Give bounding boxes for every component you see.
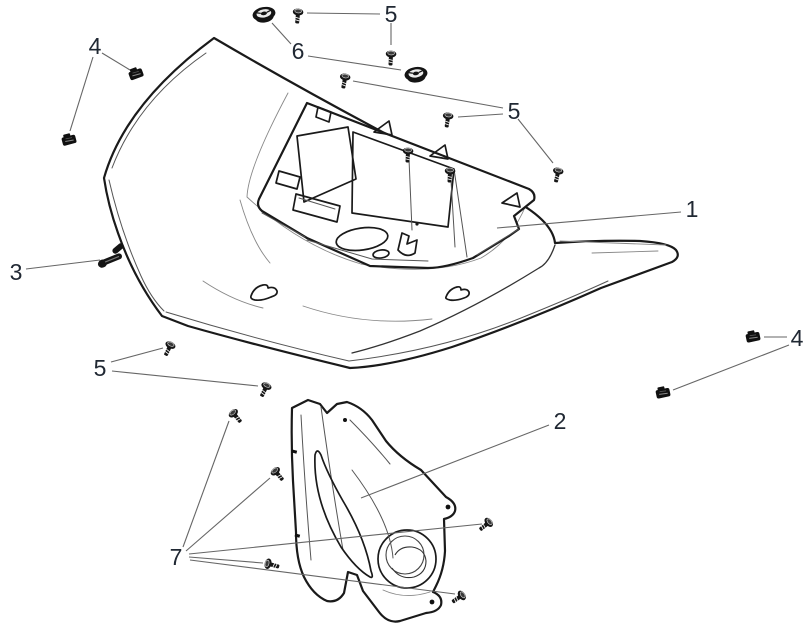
screw-icon (476, 515, 496, 535)
leader-line-part-5 (457, 113, 504, 118)
leader-line-part-7 (188, 523, 483, 555)
leader-line-part-5 (352, 80, 504, 109)
grommet-icon (250, 4, 278, 25)
screw-icon (256, 380, 274, 400)
callout-label-4: 4 (791, 325, 804, 351)
hood-latch-bracket (397, 232, 418, 257)
leader-line-part-4 (101, 52, 131, 71)
frame-opening-left (296, 126, 357, 203)
leader-line-part-7 (189, 559, 456, 595)
frame-oval-cutout (335, 226, 389, 252)
panel-contour (300, 414, 312, 561)
screw-icon (337, 72, 352, 90)
callout-label-3: 3 (10, 259, 23, 285)
headlight-support-frame (256, 101, 536, 270)
frame-wall-line (453, 168, 468, 258)
clip-icon (126, 64, 145, 82)
leader-lines (25, 12, 790, 595)
screw-axis-line (408, 158, 413, 231)
leader-line-part-5 (110, 347, 164, 363)
frame-tray-line (306, 239, 429, 262)
frame-opening-center (351, 131, 455, 228)
hood-crease-right (351, 244, 556, 354)
leader-line-part-5 (111, 370, 259, 387)
callout-label-7: 7 (170, 544, 183, 570)
frame-wall-line (476, 228, 520, 256)
screw-icon (448, 588, 469, 607)
frame-tab (373, 120, 393, 136)
hood-inner-edge-left (108, 179, 165, 312)
clip-icon (60, 131, 78, 147)
screw-axis-line (450, 179, 456, 248)
hood-rear-wing-line (559, 240, 667, 246)
callout-label-5: 5 (385, 1, 398, 27)
leader-line-part-5 (517, 118, 554, 164)
frame-hole (415, 222, 419, 226)
screw-icon (440, 111, 455, 129)
side-panel-outline (290, 398, 457, 623)
leader-line-part-6 (307, 55, 402, 71)
frame-bracket (275, 170, 301, 190)
callout-label-2: 2 (554, 408, 567, 434)
screw-icon (550, 166, 565, 184)
callout-label-5: 5 (94, 355, 107, 381)
frame-tab (501, 192, 521, 208)
frame-oval-small (372, 249, 390, 259)
leader-line-part-7 (182, 420, 230, 548)
screw-icon (226, 406, 246, 426)
callout-label-6: 6 (292, 38, 305, 64)
frame-step (315, 106, 332, 123)
panel-contour (351, 469, 394, 559)
panel-hole (343, 418, 347, 422)
panel-pod-underline (382, 589, 431, 596)
panel-slot (294, 533, 301, 538)
hood-inner-edge-top (111, 52, 207, 169)
screw-icon (291, 7, 305, 25)
hood-hook-slot (444, 285, 470, 302)
leader-line-part-4 (672, 344, 790, 391)
leader-line-part-5 (306, 12, 381, 15)
panel-scoop (314, 450, 374, 579)
hood-hook-slot (249, 283, 278, 302)
leader-line-part-7 (185, 477, 271, 552)
callout-label-1: 1 (686, 196, 699, 222)
frame-bracket (292, 193, 341, 223)
hood-surface-streak (202, 280, 264, 309)
screw-icon (268, 464, 288, 484)
hood-inner-edge-front (165, 280, 609, 362)
screw-icon (384, 49, 398, 67)
leader-line-part-3 (25, 259, 101, 270)
hood-surface-streak (302, 305, 433, 322)
screw-icon (160, 339, 178, 359)
grommet-icon (403, 64, 430, 85)
leader-line-part-1 (496, 211, 682, 229)
callout-label-5: 5 (508, 98, 521, 124)
leader-line-part-4 (69, 56, 94, 132)
hood-surface-streak (591, 250, 659, 254)
callout-label-4: 4 (89, 33, 102, 59)
panel-ear-hole (445, 504, 451, 510)
frame-bracket-line (298, 197, 336, 210)
clip-icon (744, 328, 762, 344)
panel-slot (291, 449, 298, 454)
leader-line-part-6 (271, 22, 292, 45)
hood-opening-edge (246, 92, 531, 270)
leader-line-part-2 (360, 424, 550, 499)
hood-surface-streak (239, 199, 271, 264)
frame-tray-line (261, 212, 306, 238)
clip-icon (654, 384, 672, 400)
frame-tab (429, 144, 449, 160)
frame-outline (256, 101, 536, 270)
panel-pod-swirl (391, 546, 427, 579)
panel-contour (349, 419, 391, 465)
leader-line-part-7 (188, 556, 264, 564)
panel-ear-hole (429, 599, 435, 605)
callout-labels: 1 2 3 4 4 5 5 5 6 7 (10, 1, 804, 570)
front-side-panel (290, 398, 457, 623)
